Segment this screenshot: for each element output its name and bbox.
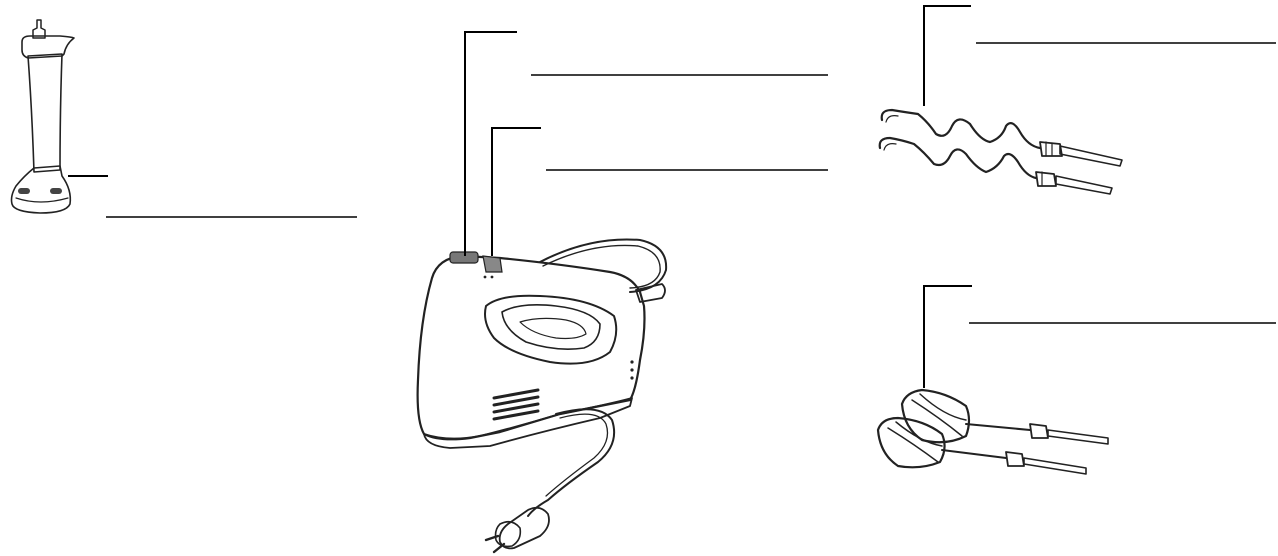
hand-mixer-illustration: [416, 238, 668, 554]
beaters-leader: [923, 285, 972, 388]
mixer-vents: [492, 388, 540, 421]
beaters-illustration: [876, 388, 1109, 475]
dough-hooks-illustration: [878, 108, 1123, 195]
eject-button-leader: [464, 31, 517, 256]
speed-switch-shape: [482, 255, 503, 273]
speed-switch-leader: [491, 127, 541, 256]
plug: [484, 506, 550, 554]
dough-hooks-leader: [923, 5, 971, 106]
blender-attachment-illustration: [10, 19, 75, 214]
